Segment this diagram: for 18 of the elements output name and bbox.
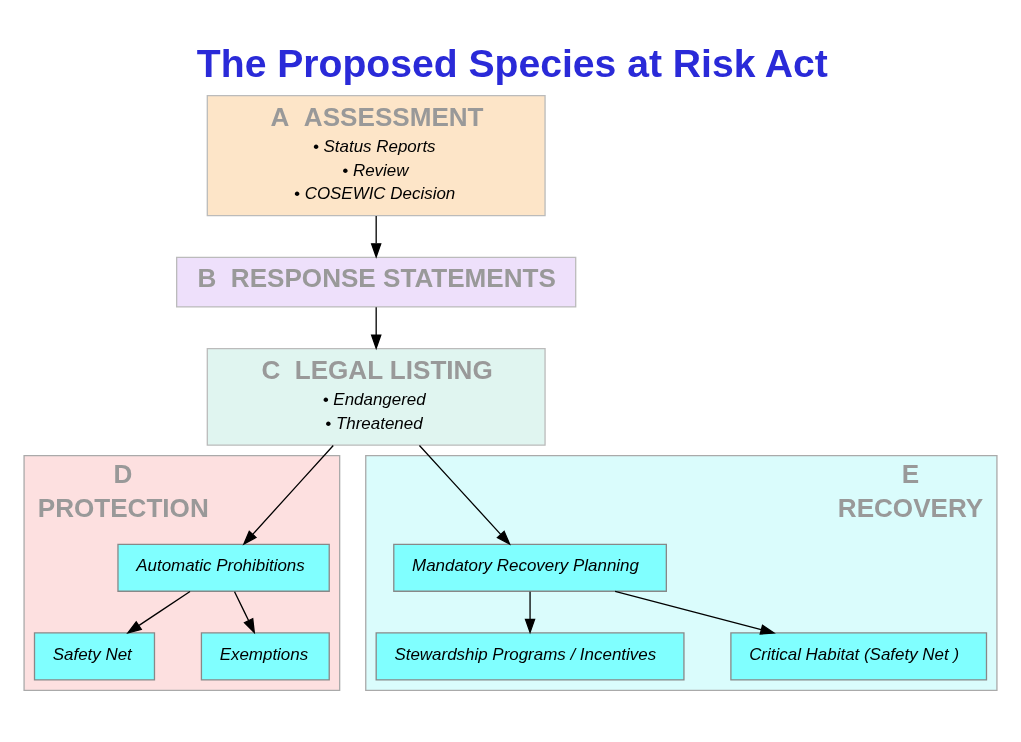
node-box: Automatic Prohibitions	[117, 543, 330, 592]
diagram-title: The Proposed Species at Risk Act	[196, 41, 828, 85]
node-box: Exemptions	[200, 631, 330, 681]
node-box: C LEGAL LISTING • Endangered • Threatened	[206, 347, 546, 446]
arrow	[370, 306, 382, 350]
arrow	[614, 590, 776, 635]
node-box: B RESPONSE STATEMENTS	[176, 256, 577, 308]
node-box: A ASSESSMENT • Status Reports • Review • COSEWIC Decision	[206, 94, 546, 216]
node-box: Critical Habitat (Safety Net )	[730, 631, 988, 681]
arrow	[370, 214, 382, 259]
arrow	[524, 590, 536, 634]
arrow	[126, 590, 191, 634]
node-box: Mandatory Recovery Planning	[393, 543, 667, 592]
arrow	[233, 590, 256, 634]
arrow	[242, 444, 334, 546]
arrow	[418, 444, 511, 546]
node-box: Safety Net	[33, 631, 156, 681]
node-box: Stewardship Programs / Incentives	[375, 631, 685, 681]
